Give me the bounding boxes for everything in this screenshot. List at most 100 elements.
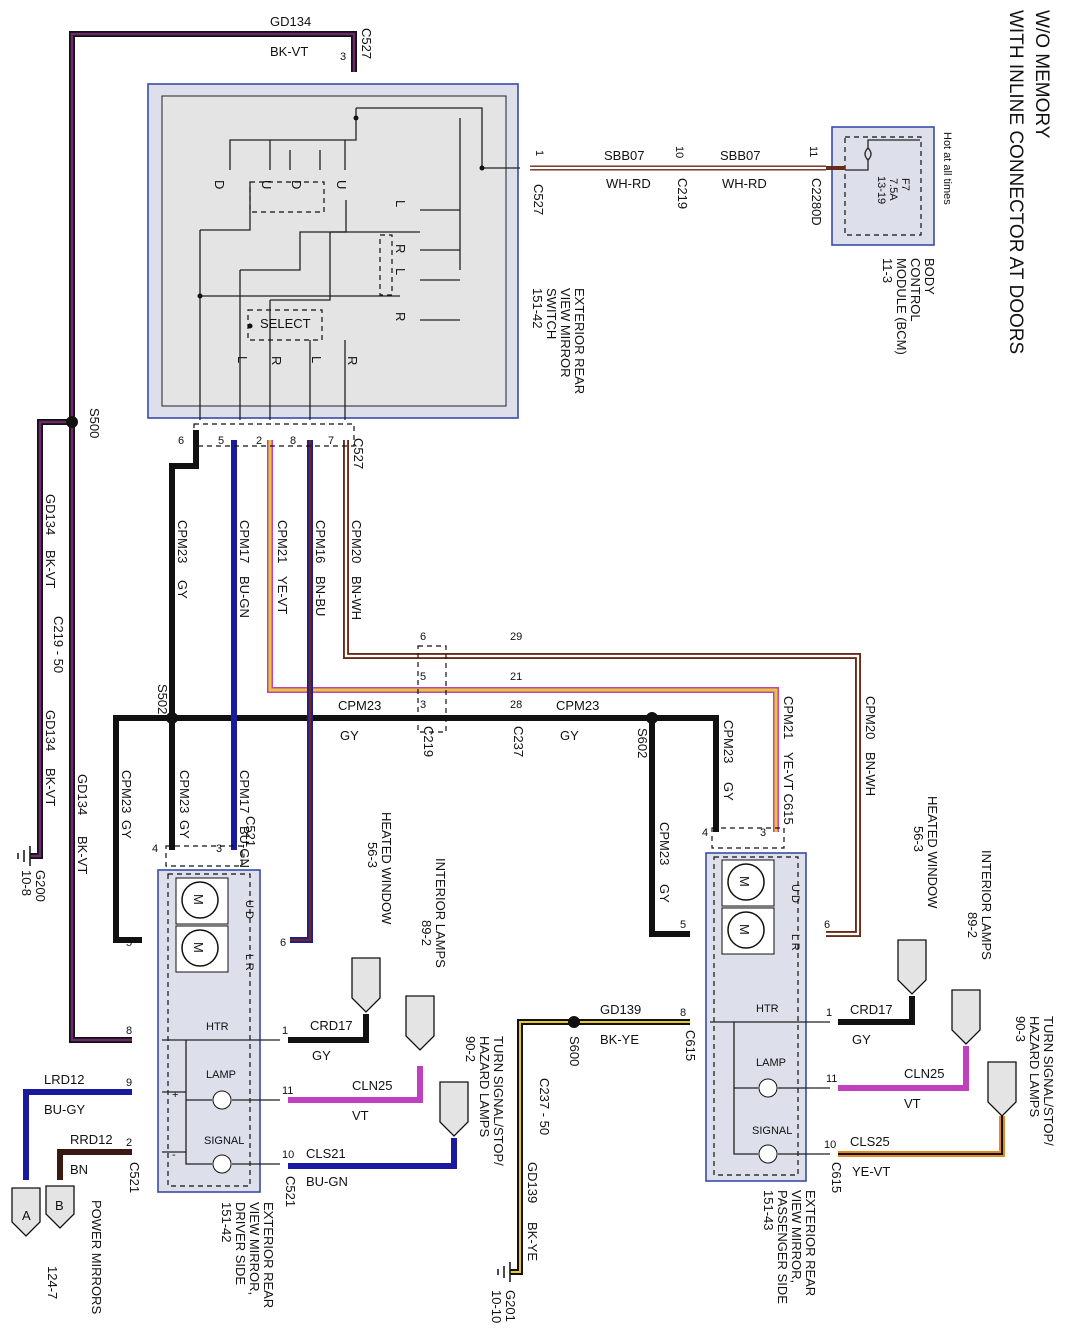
c521-left: C521	[127, 1162, 142, 1193]
switch-name: EXTERIOR REAR VIEW MIRROR SWITCH 151-42	[530, 288, 587, 394]
switch-r2-label: R	[393, 312, 408, 321]
switch-internals	[197, 107, 520, 420]
label-bnwh-p: BN-WH	[863, 752, 878, 796]
label-gy-d4: GY	[177, 820, 192, 839]
power-mirrors-label: POWER MIRRORS	[89, 1200, 104, 1314]
pin-21-c237: 21	[510, 671, 522, 683]
label-cpm21: CPM21	[275, 520, 290, 563]
label-gy-1: GY	[175, 580, 190, 599]
pin-5-sw: 5	[218, 435, 224, 447]
driver-mirror-name: EXTERIOR REAR VIEW MIRROR, DRIVER SIDE 1…	[219, 1202, 276, 1308]
driver-mirror-box	[157, 869, 261, 1193]
pin-6-p: 6	[824, 919, 830, 931]
c615-left: C615	[683, 1030, 698, 1061]
label-bn: BN	[70, 1162, 88, 1177]
label-cln25-p: CLN25	[904, 1066, 944, 1081]
driver-motor-ud-icon: M	[175, 877, 229, 925]
driver-mirror-inner	[167, 873, 251, 1187]
switch-name-line1: EXTERIOR REAR	[572, 288, 587, 394]
s600-label: S600	[567, 1036, 582, 1066]
label-cpm23-1: CPM23	[175, 520, 190, 563]
s600-dot	[568, 1016, 580, 1028]
c237-mid: C237	[511, 726, 526, 757]
pin-3-p: 3	[760, 827, 766, 839]
label-gy-cross-a: GY	[340, 728, 359, 743]
driver-motor-m2: M	[191, 942, 206, 953]
label-whrd-a: WH-RD	[606, 176, 651, 191]
label-gy-cross-b: GY	[560, 728, 579, 743]
switch-r4-label: R	[345, 356, 360, 365]
label-gy-crd17-p: GY	[852, 1032, 871, 1047]
driver-interior-tag	[405, 995, 435, 1051]
wire-gd134-ground-stripe	[30, 420, 72, 858]
pin-8-sw: 8	[290, 435, 296, 447]
bcm-hot-label: Hot at all times	[941, 132, 953, 205]
pin-6-sw: 6	[178, 435, 184, 447]
wire-lrd12	[23, 1089, 132, 1180]
switch-l3-label: L	[235, 356, 250, 363]
pass-signal-icon	[758, 1144, 778, 1164]
ref-tags	[11, 939, 1017, 1237]
pass-motor-lr-icon: M	[721, 907, 775, 955]
label-cpm21-p: CPM21	[781, 696, 796, 739]
driver-turn-tag	[439, 1081, 469, 1137]
pass-turn-label-2: HAZARD LAMPS	[1027, 1016, 1042, 1117]
c219-top: C219	[675, 178, 690, 209]
label-sbb07-a: SBB07	[604, 148, 644, 163]
g200-label: G200	[33, 870, 48, 902]
pin-11-p: 11	[826, 1073, 837, 1085]
switch-l4-label: L	[309, 356, 324, 363]
pass-lamp-icon	[758, 1078, 778, 1098]
wire-cls21-driver	[288, 1138, 457, 1169]
ground-g200-icon	[17, 846, 31, 866]
wire-cln25-driver	[288, 1066, 423, 1103]
pin-10-c219: 10	[673, 146, 685, 158]
driver-inside-labels: U D L R HTR LAMP SIGNAL + -	[162, 900, 280, 1174]
driver-name-page: 151-42	[219, 1202, 234, 1242]
label-bkvt-left: BK-VT	[43, 550, 58, 588]
label-cpm23-p5: CPM23	[657, 822, 672, 865]
pin-11-c2280d: 11	[807, 146, 819, 157]
label-gd134-left: GD134	[43, 494, 58, 535]
pass-signal-label: SIGNAL	[752, 1125, 792, 1137]
wires	[23, 31, 1005, 1275]
switch-u-label: U	[259, 180, 274, 189]
pin-1-p: 1	[826, 1007, 832, 1019]
pass-name-page: 151-43	[761, 1190, 776, 1230]
pass-motor-ud-icon: M	[721, 859, 775, 907]
bcm-name-line3: MODULE (BCM)	[894, 258, 909, 355]
bcm-name-line1: BODY	[922, 258, 937, 295]
bcm-amps-label: 7.5A	[887, 178, 899, 201]
label-gy-crd17-d: GY	[312, 1048, 331, 1063]
wire-cln25-pass	[838, 1046, 969, 1091]
label-cpm16: CPM16	[313, 520, 328, 563]
driver-lamp-label: LAMP	[206, 1069, 236, 1081]
label-cpm23-cross-b: CPM23	[556, 698, 599, 713]
wire-cpm23-driver-5	[113, 715, 172, 943]
label-gy-d5: GY	[119, 820, 134, 839]
pin-5-c219: 5	[420, 671, 426, 683]
pass-interior-label: INTERIOR LAMPS	[979, 850, 994, 960]
pass-name-3: PASSENGER SIDE	[775, 1190, 790, 1304]
driver-heated-label: HEATED WINDOW	[379, 812, 394, 925]
pin-29-c237: 29	[510, 631, 522, 643]
label-whrd-b: WH-RD	[722, 176, 767, 191]
label-bkvt-left2: BK-VT	[43, 768, 58, 806]
pin-5-p: 5	[680, 919, 686, 931]
switch-contact-labels: D U D U L R L R L R L R SELECT	[212, 180, 408, 365]
label-vt-d: VT	[352, 1108, 369, 1123]
label-cpm23-p4: CPM23	[721, 720, 736, 763]
pin-6-d: 6	[280, 937, 286, 949]
wire-gd139-stripe	[510, 1021, 690, 1273]
driver-motor-m1: M	[191, 894, 206, 905]
c219-mid: C219	[421, 726, 436, 757]
pin-2-sw: 2	[256, 435, 262, 447]
label-bugy: BU-GY	[44, 1102, 86, 1117]
wire-cls25-stripe	[838, 1116, 1003, 1155]
pin-4-p: 4	[702, 827, 708, 839]
pass-name-2: VIEW MIRROR,	[789, 1190, 804, 1283]
label-vt-p: VT	[904, 1096, 921, 1111]
pass-turn-tag	[987, 1061, 1017, 1117]
label-gd134-main: GD134	[75, 774, 90, 815]
